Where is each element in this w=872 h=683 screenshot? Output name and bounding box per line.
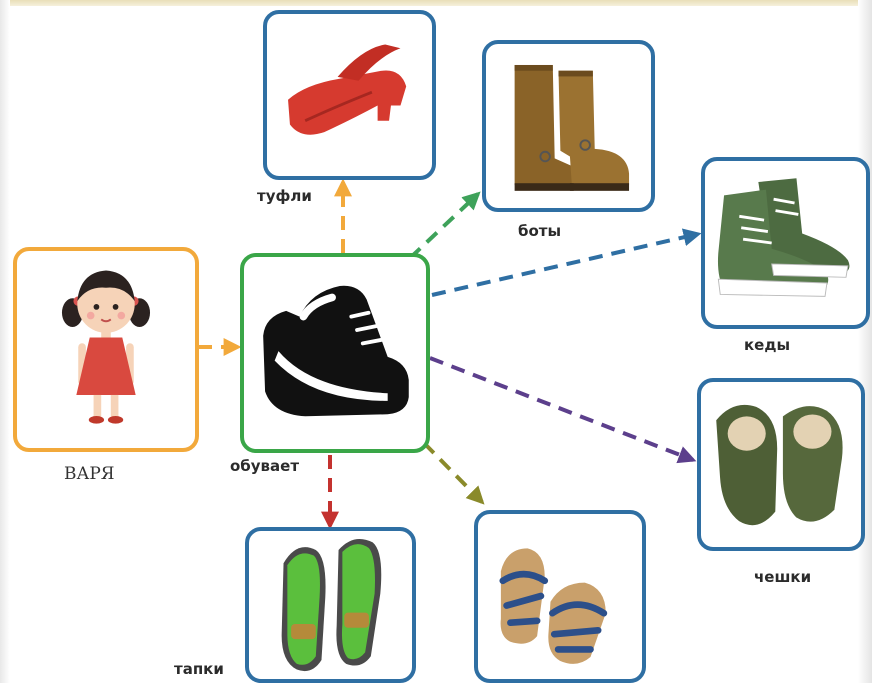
item-label-tufli: туфли bbox=[257, 187, 312, 205]
item-card-tapki bbox=[245, 527, 416, 683]
girl-illustration bbox=[61, 270, 151, 424]
item-card-sandals bbox=[474, 510, 646, 683]
arrow-to-cheshki bbox=[429, 356, 697, 464]
sandals-illustration bbox=[499, 548, 608, 664]
center-card bbox=[240, 253, 430, 453]
child-name-label: ВАРЯ bbox=[64, 464, 115, 484]
item-card-boty bbox=[482, 40, 655, 212]
center-verb-label: обувает bbox=[230, 457, 300, 475]
item-card-tufli bbox=[263, 10, 436, 180]
item-card-cheshki bbox=[697, 378, 865, 551]
ballet-slippers-illustration bbox=[716, 404, 843, 526]
sneaker-icon bbox=[263, 285, 409, 417]
arrow-to-kedy bbox=[431, 228, 702, 297]
boots-illustration bbox=[514, 64, 630, 191]
item-label-kedy: кеды bbox=[744, 336, 791, 354]
item-label-tapki: тапки bbox=[174, 660, 224, 678]
arrow-to-sandals bbox=[422, 441, 485, 505]
sneakers-illustration bbox=[717, 178, 850, 297]
red-shoe-illustration bbox=[288, 44, 407, 135]
item-label-boty: боты bbox=[518, 222, 562, 240]
child-card bbox=[13, 247, 199, 452]
top-edge-strip bbox=[0, 0, 872, 6]
slippers-illustration bbox=[281, 538, 382, 672]
arrow-to-boty bbox=[408, 191, 481, 260]
item-label-cheshki: чешки bbox=[754, 568, 812, 586]
left-page-shadow bbox=[0, 0, 10, 683]
item-card-kedy bbox=[701, 157, 870, 329]
